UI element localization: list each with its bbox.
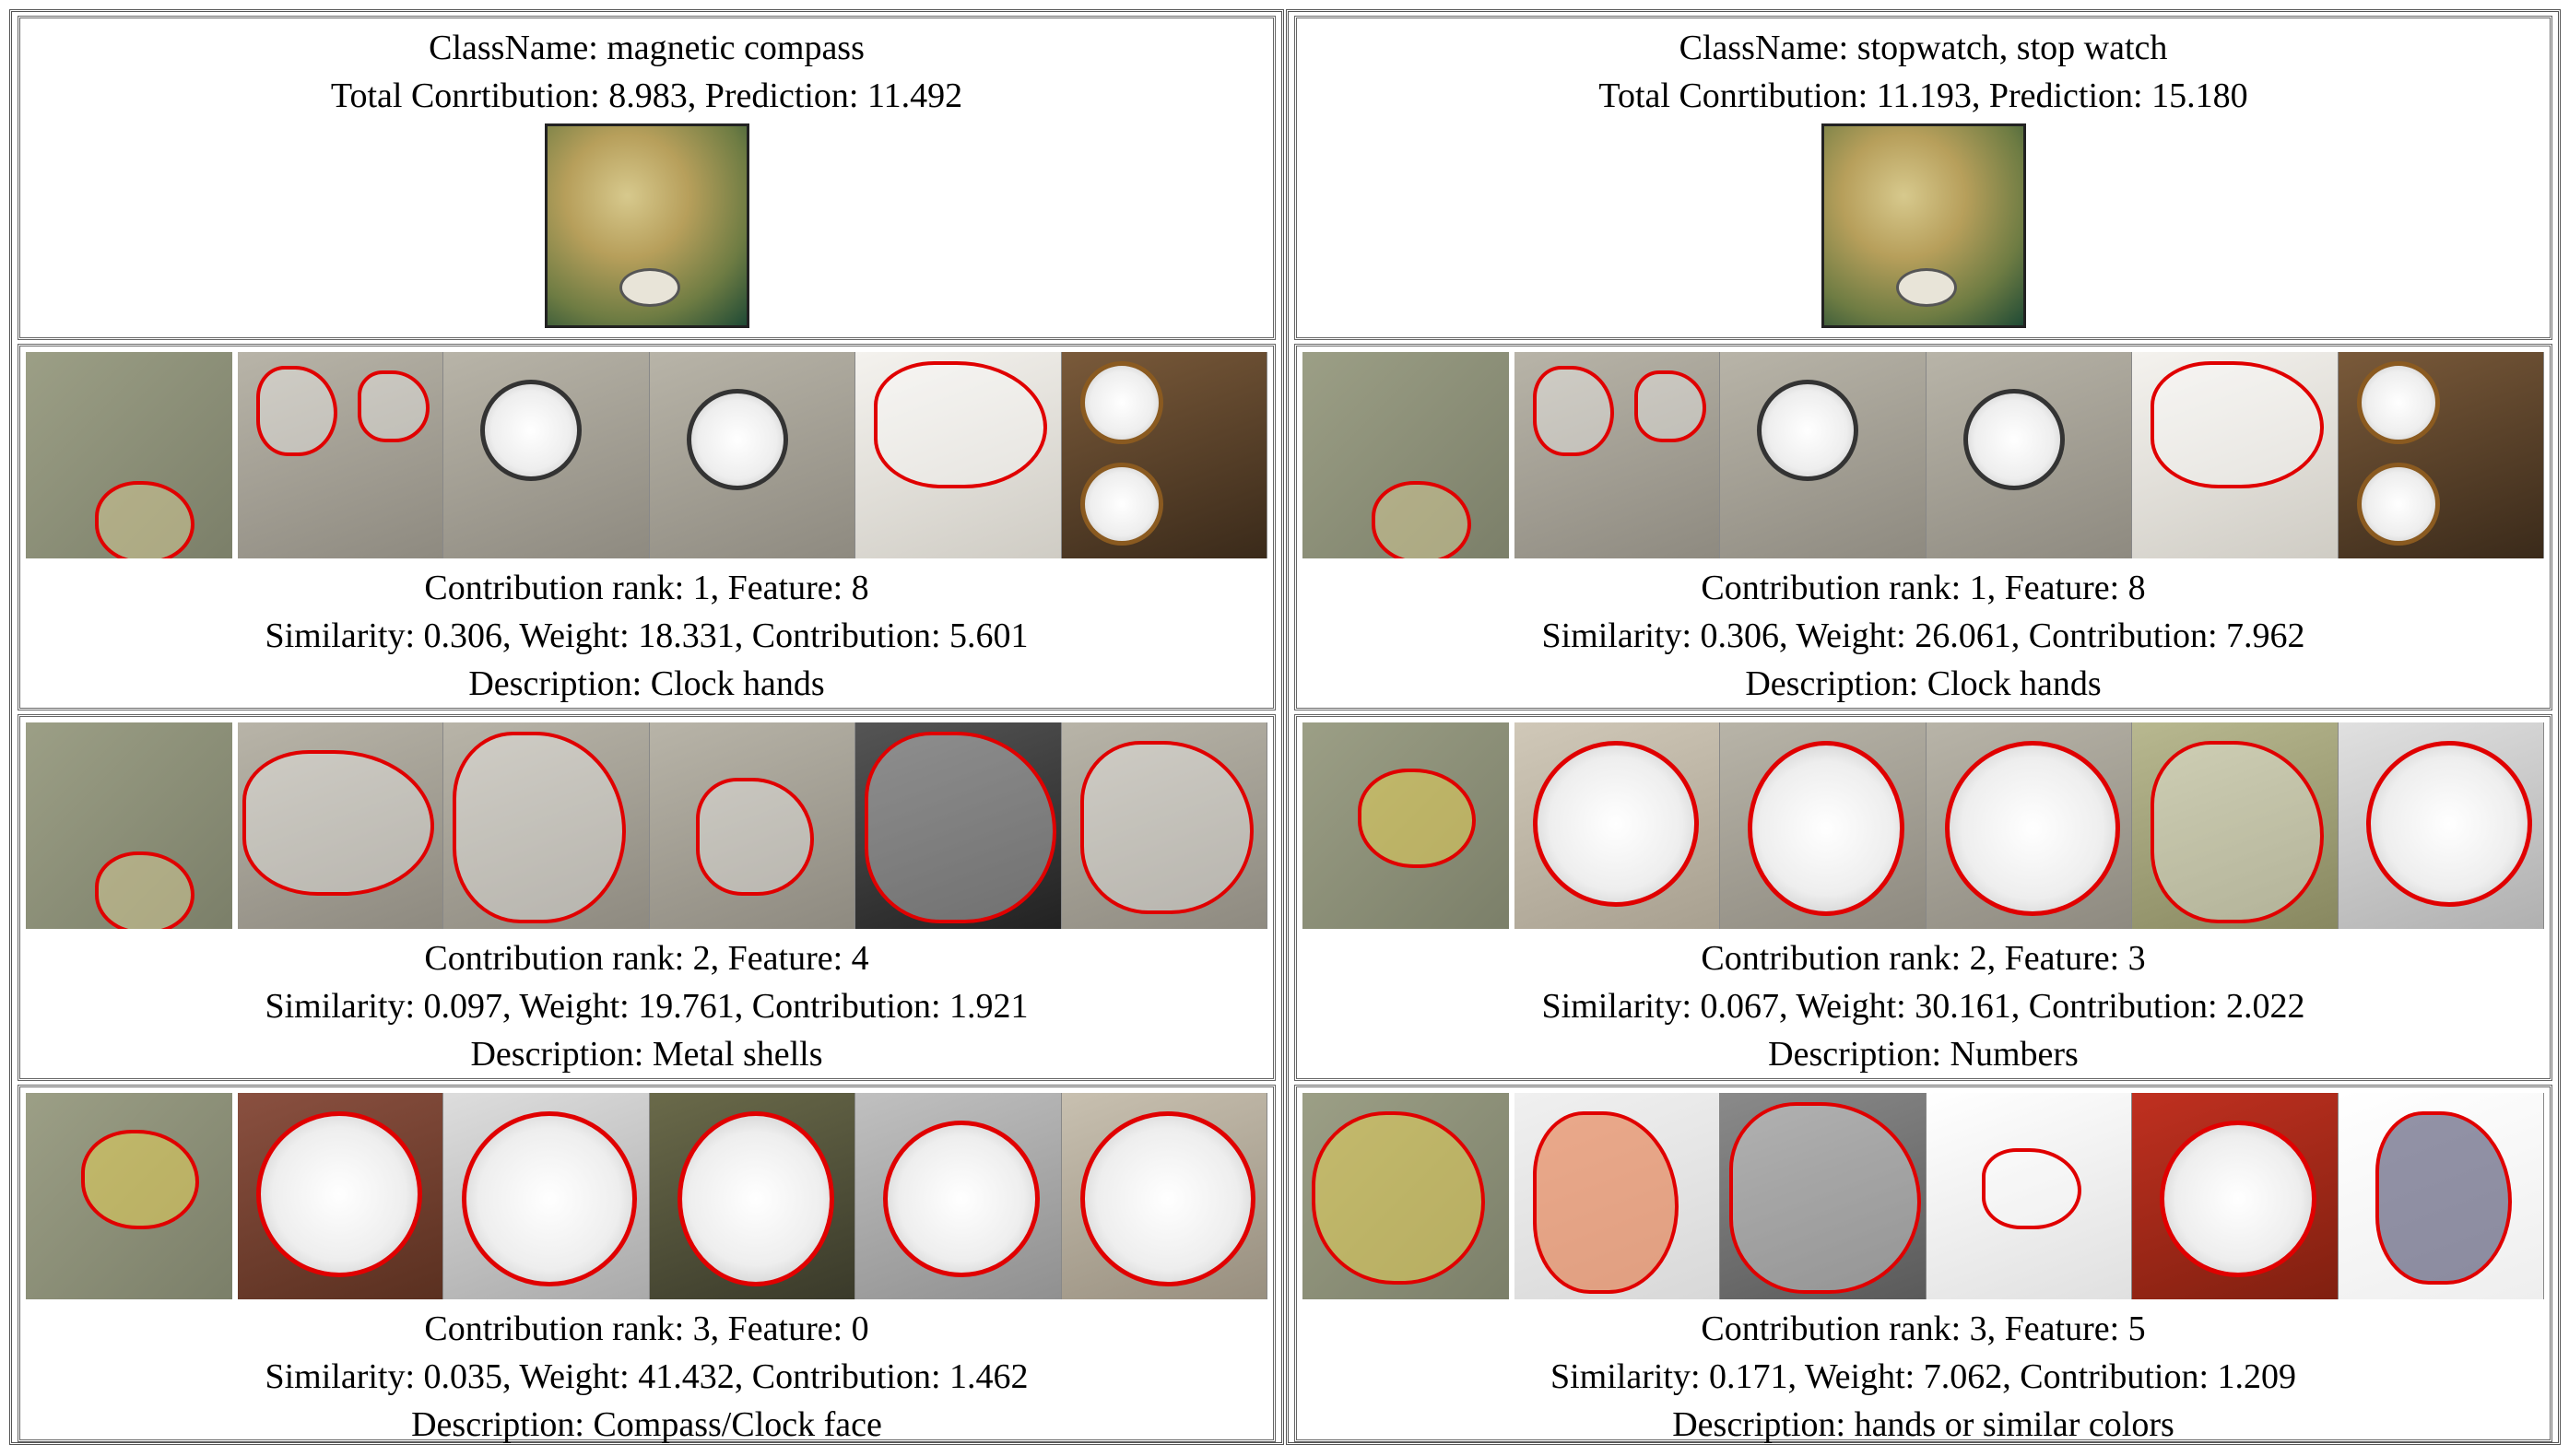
left-class-panel: ClassName: magnetic compass Total Conrti…	[9, 9, 1284, 1445]
similarity-stats: Similarity: 0.171, Weight: 7.062, Contri…	[1550, 1357, 2297, 1396]
similarity-stats: Similarity: 0.067, Weight: 30.161, Contr…	[1541, 987, 2305, 1026]
right-class-panel: ClassName: stopwatch, stop watch Total C…	[1286, 9, 2561, 1445]
prototype-image	[649, 722, 856, 929]
prototype-image	[1514, 352, 1721, 558]
contribution-rank: Contribution rank: 1, Feature: 8	[424, 569, 869, 607]
prototype-image	[2338, 722, 2544, 929]
input-image-thumbnail	[1821, 123, 2026, 328]
compass-object-icon	[1895, 268, 1957, 307]
prototype-image	[649, 1093, 856, 1299]
feature-image-strip	[1297, 1087, 2550, 1299]
prototype-image	[443, 352, 650, 558]
prototype-image	[855, 1093, 1062, 1299]
input-image-highlight	[26, 352, 232, 558]
class-name: ClassName: stopwatch, stop watch	[1679, 29, 2168, 67]
prototype-image	[2338, 1093, 2544, 1299]
contribution-rank: Contribution rank: 2, Feature: 3	[1701, 939, 2146, 978]
prototype-image	[2132, 722, 2339, 929]
prototype-image	[2132, 1093, 2339, 1299]
feature-image-strip	[20, 1087, 1273, 1299]
prototype-image	[1061, 722, 1267, 929]
feature-description: Description: Compass/Clock face	[411, 1405, 882, 1444]
input-image-highlight	[1302, 722, 1509, 929]
input-image-highlight	[1302, 352, 1509, 558]
feature-row: Contribution rank: 3, Feature: 0 Similar…	[18, 1085, 1276, 1444]
prototype-image	[1720, 1093, 1927, 1299]
prototype-image	[1720, 722, 1927, 929]
contribution-rank: Contribution rank: 3, Feature: 0	[424, 1309, 869, 1348]
feature-description: Description: Numbers	[1768, 1035, 2079, 1074]
prototype-image	[1514, 722, 1721, 929]
prototype-image	[238, 1093, 444, 1299]
contribution-rank: Contribution rank: 1, Feature: 8	[1701, 569, 2146, 607]
prototype-image	[2132, 352, 2339, 558]
input-image-highlight	[1302, 1093, 1509, 1299]
class-header-cell: ClassName: stopwatch, stop watch Total C…	[1294, 16, 2552, 340]
prototype-image	[855, 352, 1062, 558]
similarity-stats: Similarity: 0.306, Weight: 26.061, Contr…	[1541, 616, 2305, 655]
similarity-stats: Similarity: 0.035, Weight: 41.432, Contr…	[265, 1357, 1029, 1396]
prototype-image	[1514, 1093, 1721, 1299]
feature-description: Description: Clock hands	[468, 664, 825, 703]
prototype-image-grid	[238, 352, 1267, 558]
feature-image-strip	[1297, 346, 2550, 558]
total-contribution: Total Conrtibution: 8.983, Prediction: 1…	[330, 76, 963, 115]
prototype-image	[1926, 1093, 2133, 1299]
contribution-rank: Contribution rank: 3, Feature: 5	[1701, 1309, 2146, 1348]
feature-image-strip	[20, 346, 1273, 558]
feature-row: Contribution rank: 1, Feature: 8 Similar…	[18, 344, 1276, 710]
feature-row: Contribution rank: 2, Feature: 4 Similar…	[18, 714, 1276, 1081]
feature-description: Description: hands or similar colors	[1672, 1405, 2174, 1444]
compass-object-icon	[619, 268, 680, 307]
class-name: ClassName: magnetic compass	[429, 29, 865, 67]
feature-image-strip	[1297, 717, 2550, 929]
prototype-image-grid	[1514, 1093, 2544, 1299]
prototype-image	[649, 352, 856, 558]
input-image-thumbnail	[544, 123, 749, 328]
prototype-image-grid	[1514, 722, 2544, 929]
prototype-image	[2338, 352, 2544, 558]
prototype-image	[1720, 352, 1927, 558]
prototype-image-grid	[1514, 352, 2544, 558]
prototype-image-grid	[238, 1093, 1267, 1299]
prototype-image-grid	[238, 722, 1267, 929]
prototype-image	[1061, 1093, 1267, 1299]
feature-row: Contribution rank: 2, Feature: 3 Similar…	[1294, 714, 2552, 1081]
prototype-image	[855, 722, 1062, 929]
input-image-highlight	[26, 722, 232, 929]
total-contribution: Total Conrtibution: 11.193, Prediction: …	[1598, 76, 2248, 115]
prototype-image	[238, 722, 444, 929]
prototype-image	[1926, 722, 2133, 929]
similarity-stats: Similarity: 0.097, Weight: 19.761, Contr…	[265, 987, 1029, 1026]
feature-description: Description: Metal shells	[470, 1035, 823, 1074]
feature-image-strip	[20, 717, 1273, 929]
prototype-image	[443, 1093, 650, 1299]
prototype-image	[1926, 352, 2133, 558]
feature-description: Description: Clock hands	[1745, 664, 2102, 703]
class-header-cell: ClassName: magnetic compass Total Conrti…	[18, 16, 1276, 340]
prototype-image	[1061, 352, 1267, 558]
prototype-image	[443, 722, 650, 929]
similarity-stats: Similarity: 0.306, Weight: 18.331, Contr…	[265, 616, 1029, 655]
feature-row: Contribution rank: 3, Feature: 5 Similar…	[1294, 1085, 2552, 1444]
contribution-rank: Contribution rank: 2, Feature: 4	[424, 939, 869, 978]
prototype-image	[238, 352, 444, 558]
feature-row: Contribution rank: 1, Feature: 8 Similar…	[1294, 344, 2552, 710]
input-image-highlight	[26, 1093, 232, 1299]
